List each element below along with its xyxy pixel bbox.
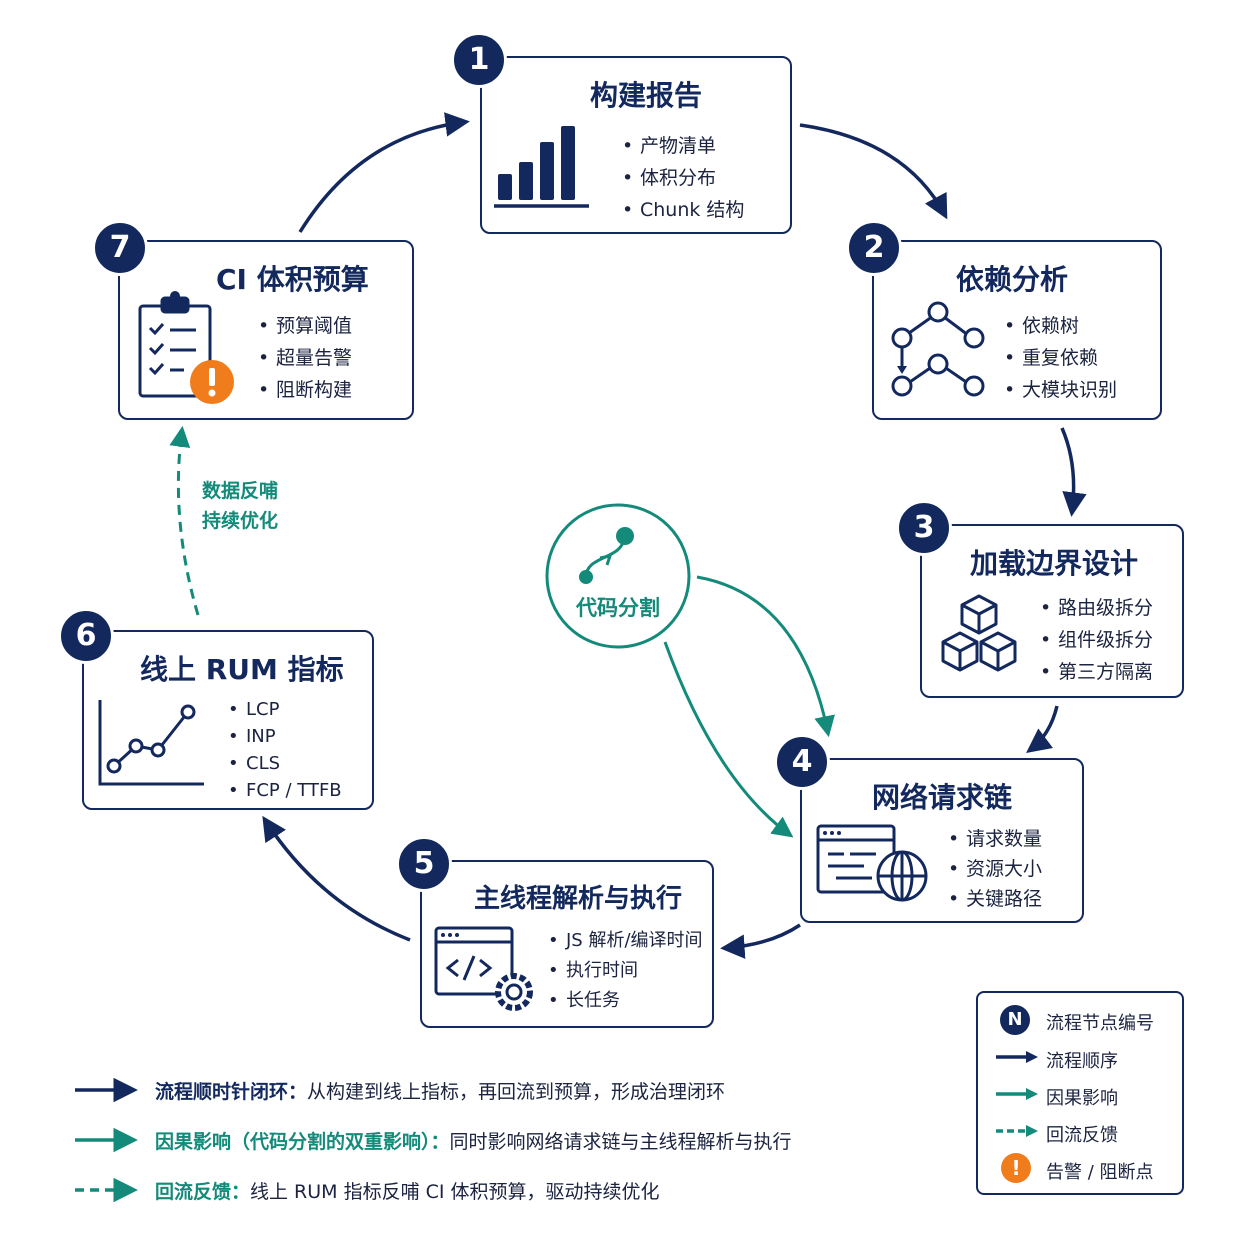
node-main-thread: 主线程解析与执行 JS 解析/编译时间 执行时间 长任务 bbox=[420, 860, 714, 1028]
code-split-hub bbox=[545, 503, 691, 649]
node-title: 网络请求链 bbox=[872, 781, 1013, 814]
arrow-hub-to-4-lower bbox=[663, 641, 794, 838]
list-item: 第三方隔离 bbox=[1040, 656, 1153, 688]
list-item: INP bbox=[228, 723, 342, 750]
list-item: 阻断构建 bbox=[258, 374, 352, 406]
list-item: 路由级拆分 bbox=[1040, 592, 1153, 624]
feedback-label-line2: 持续优化 bbox=[202, 510, 279, 532]
node-ci-budget: CI 体积预算 预算阈值 超量告警 阻断构建 bbox=[118, 240, 414, 420]
node-title: 依赖分析 bbox=[956, 263, 1069, 296]
node-number-badge: 5 bbox=[396, 836, 452, 892]
arrow-3-to-4 bbox=[1026, 705, 1059, 753]
list-item: Chunk 结构 bbox=[622, 194, 744, 226]
list-item: 关键路径 bbox=[948, 884, 1042, 914]
list-item: 资源大小 bbox=[948, 854, 1042, 884]
node-number-badge: 2 bbox=[846, 220, 902, 276]
split-path-icon bbox=[579, 527, 634, 584]
node-items: 依赖树 重复依赖 大模块识别 bbox=[1004, 310, 1117, 406]
node-title: 主线程解析与执行 bbox=[474, 884, 683, 914]
node-title: 线上 RUM 指标 bbox=[140, 653, 344, 686]
list-item: 体积分布 bbox=[622, 162, 744, 194]
node-rum-metrics: 线上 RUM 指标 LCP INP CLS FCP / TTFB bbox=[82, 630, 374, 810]
arrow-4-to-5 bbox=[720, 923, 801, 959]
node-number-badge: 1 bbox=[451, 32, 507, 88]
legend-navy-arrow-icon bbox=[996, 1051, 1038, 1063]
list-item: CLS bbox=[228, 750, 342, 777]
legend-item-label: 流程顺序 bbox=[1046, 1051, 1118, 1072]
line-chart-icon bbox=[98, 700, 204, 786]
dependency-graph-icon bbox=[891, 301, 985, 397]
node-number-badge: 7 bbox=[92, 220, 148, 276]
legend-dashed-arrow-icon bbox=[996, 1125, 1038, 1137]
node-build-report: 构建报告 产物清单 体积分布 Chunk 结构 bbox=[480, 56, 792, 234]
node-network-chain: 网络请求链 请求数量 资源大小 关键路径 bbox=[800, 758, 1084, 923]
note-keyword: 流程顺时针闭环： bbox=[155, 1081, 308, 1103]
list-item: 组件级拆分 bbox=[1040, 624, 1153, 656]
browser-globe-icon bbox=[816, 824, 928, 902]
list-item: FCP / TTFB bbox=[228, 777, 342, 804]
list-item: 执行时间 bbox=[548, 956, 703, 986]
node-title: 构建报告 bbox=[590, 79, 703, 112]
note-clockwise-loop: 流程顺时针闭环：从构建到线上指标，再回流到预算，形成治理闭环 bbox=[155, 1077, 725, 1104]
node-loading-boundary: 加载边界设计 路由级拆分 组件级拆分 第三方隔离 bbox=[920, 524, 1184, 698]
node-number-badge: 3 bbox=[896, 500, 952, 556]
note-text: 线上 RUM 指标反哺 CI 体积预算，驱动持续优化 bbox=[250, 1181, 660, 1203]
note-keyword: 因果影响（代码分割的双重影响）： bbox=[155, 1131, 450, 1153]
legend-item-label: 因果影响 bbox=[1046, 1088, 1118, 1109]
code-window-gear-icon bbox=[434, 926, 533, 1011]
legend-item-label: 回流反馈 bbox=[1046, 1125, 1118, 1146]
arrow-1-to-2 bbox=[799, 123, 948, 220]
arrow-hub-to-4-upper bbox=[696, 575, 835, 738]
legend-alert-icon: ! bbox=[1001, 1153, 1031, 1183]
arrow-7-to-1 bbox=[298, 112, 470, 233]
list-item: 长任务 bbox=[548, 986, 703, 1016]
note-causal-impact: 因果影响（代码分割的双重影响）：同时影响网络请求链与主线程解析与执行 bbox=[155, 1127, 792, 1154]
list-item: 大模块识别 bbox=[1004, 374, 1117, 406]
note-keyword: 回流反馈： bbox=[155, 1181, 251, 1203]
legend: N 流程节点编号 流程顺序 因果影响 回流反馈 ! 告警 / 阻断点 bbox=[976, 991, 1184, 1195]
note-feedback: 回流反馈：线上 RUM 指标反哺 CI 体积预算，驱动持续优化 bbox=[155, 1177, 660, 1204]
legend-badge-icon: N bbox=[1000, 1005, 1030, 1035]
note-text: 从构建到线上指标，再回流到预算，形成治理闭环 bbox=[307, 1081, 726, 1103]
node-items: 路由级拆分 组件级拆分 第三方隔离 bbox=[1040, 592, 1153, 688]
node-items: 预算阈值 超量告警 阻断构建 bbox=[258, 310, 352, 406]
list-item: 产物清单 bbox=[622, 130, 744, 162]
list-item: LCP bbox=[228, 696, 342, 723]
node-dependency-analysis: 依赖分析 依赖树 重复依赖 大模块识别 bbox=[872, 240, 1162, 420]
node-items: LCP INP CLS FCP / TTFB bbox=[228, 696, 342, 804]
note-text: 同时影响网络请求链与主线程解析与执行 bbox=[449, 1131, 792, 1153]
list-item: 重复依赖 bbox=[1004, 342, 1117, 374]
feedback-label-line1: 数据反哺 bbox=[202, 480, 279, 502]
list-item: JS 解析/编译时间 bbox=[548, 926, 703, 956]
list-item: 依赖树 bbox=[1004, 310, 1117, 342]
arrow-5-to-6 bbox=[262, 815, 411, 942]
list-item: 预算阈值 bbox=[258, 310, 352, 342]
node-items: JS 解析/编译时间 执行时间 长任务 bbox=[548, 926, 703, 1016]
code-split-hub-label: 代码分割 bbox=[576, 596, 660, 620]
list-item: 超量告警 bbox=[258, 342, 352, 374]
legend-teal-arrow-icon bbox=[996, 1088, 1038, 1100]
bar-chart-icon bbox=[494, 126, 589, 208]
arrow-feedback-6-to-7 bbox=[169, 425, 200, 616]
arrow-2-to-3 bbox=[1060, 427, 1087, 517]
list-item: 请求数量 bbox=[948, 824, 1042, 854]
node-number-badge: 4 bbox=[774, 734, 830, 790]
node-number-badge: 6 bbox=[58, 608, 114, 664]
node-title: CI 体积预算 bbox=[216, 263, 369, 296]
legend-item-label: 告警 / 阻断点 bbox=[1046, 1162, 1154, 1183]
node-title: 加载边界设计 bbox=[970, 547, 1139, 580]
legend-item-label: 流程节点编号 bbox=[1046, 1013, 1154, 1034]
node-items: 请求数量 资源大小 关键路径 bbox=[948, 824, 1042, 914]
stacked-cubes-icon bbox=[941, 594, 1017, 672]
node-items: 产物清单 体积分布 Chunk 结构 bbox=[622, 130, 744, 226]
checklist-alert-icon bbox=[138, 291, 234, 404]
